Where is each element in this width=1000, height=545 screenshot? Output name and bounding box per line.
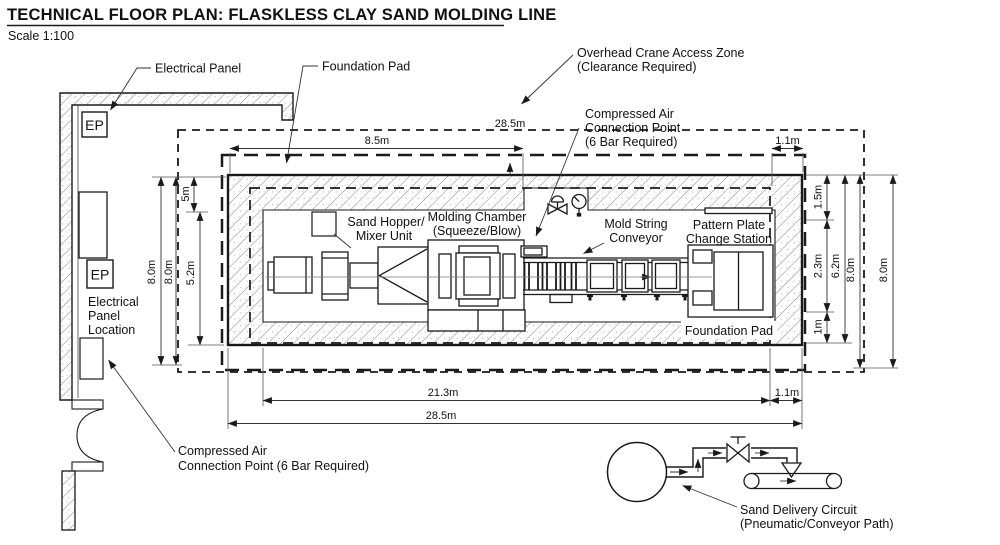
dim-right-outer: 8.0m: [878, 258, 890, 282]
ep-box-bottom: [86, 259, 114, 289]
valve-left-wing: [547, 202, 559, 216]
wall-panel-upper: [78, 191, 108, 259]
sand-delivery-label-2: (Pneumatic/Conveyor Path): [740, 517, 894, 531]
molding-chamber-label-2: (Squeeze/Blow): [433, 224, 521, 238]
sand-silo-symbol: [606, 441, 668, 503]
compressed-air-bottom-label-1: Compressed Air: [178, 444, 267, 458]
sand-delivery-circuit: Sand Delivery Circuit (Pneumatic/Conveyo…: [606, 436, 894, 531]
leader-sand-hopper: [333, 233, 352, 249]
dim-bottom-inner: 21.3m: [428, 387, 459, 399]
machine-line: Foundation Pad: [266, 193, 777, 339]
ep-label-bottom: EP: [91, 267, 110, 283]
title-block: TECHNICAL FLOOR PLAN: FLASKLESS CLAY SAN…: [7, 6, 557, 43]
page-title: TECHNICAL FLOOR PLAN: FLASKLESS CLAY SAN…: [7, 6, 557, 24]
ep-label-top: EP: [85, 117, 104, 133]
mold-blocks: [586, 259, 681, 293]
dim-left-upper: 5m: [180, 186, 192, 201]
sand-hopper-mixer: [377, 246, 429, 305]
overhead-crane-label-2: (Clearance Required): [577, 60, 697, 74]
dim-right-top: 1.5m: [813, 185, 825, 209]
dim-left-zone: 8.0m: [163, 260, 175, 284]
dim-top-total: 28.5m: [495, 118, 526, 130]
sand-hopper-label-2: Mixer Unit: [356, 229, 413, 243]
air-connection-box: [520, 245, 548, 258]
pipe-inner-edge: [666, 457, 788, 478]
molding-chamber-label-1: Molding Chamber: [428, 210, 527, 224]
leader-foundation-pad: [284, 65, 318, 164]
hopper-callout-symbol: [311, 211, 337, 237]
ep-box-top: [81, 111, 108, 138]
mold-string-slats: [523, 263, 695, 290]
scale-note: Scale 1:100: [8, 29, 74, 43]
pipe-valve: [726, 436, 751, 464]
wall-panel-lower: [79, 337, 104, 380]
electrical-panel-label: Electrical Panel: [155, 62, 241, 76]
mold-string-label-2: Conveyor: [609, 231, 663, 245]
foundation-pad-outline: [226, 173, 804, 347]
valve-right-wing: [556, 202, 568, 216]
foundation-pad-bottom-label: Foundation Pad: [685, 324, 773, 338]
conveyor-tray: [549, 293, 573, 304]
leader-compressed-air-top: [535, 127, 580, 237]
compressed-air-top-label-3: (6 Bar Required): [585, 135, 677, 149]
compressed-air-bottom-label-2: Connection Point (6 Bar Required): [178, 459, 369, 473]
foundation-pad-text-chip: [681, 321, 777, 339]
pipe-outer-edge: [666, 447, 798, 468]
electrical-panel-location-label-2: Panel: [88, 309, 120, 323]
sand-hopper-label-1: Sand Hopper/: [347, 215, 425, 229]
dim-right-span: 6.2m: [830, 254, 842, 278]
dim-bottom-offset: 1.1m: [775, 387, 799, 399]
molding-chamber-machine: [427, 239, 548, 332]
conveyor-feet: [587, 295, 688, 301]
overhead-crane-label-1: Overhead Crane Access Zone: [577, 46, 744, 60]
door-jamb-bottom: [71, 461, 104, 472]
pusher-unit: [267, 251, 379, 301]
crane-access-zone-boundary: [177, 129, 865, 373]
air-valve-assembly: [547, 193, 587, 217]
chamber-pedestal: [427, 309, 526, 332]
dim-right-bottom: 1m: [813, 319, 825, 334]
valve-actuator-dome: [550, 195, 565, 203]
pattern-plate-label-2: Change Station: [686, 232, 772, 246]
mold-string-label-1: Mold String: [604, 217, 667, 231]
dim-top-left-span: 8.5m: [365, 135, 389, 147]
leader-electrical-panel: [110, 67, 151, 111]
leader-compressed-air-bottom: [108, 359, 176, 453]
foundation-pad-top-label: Foundation Pad: [322, 60, 410, 74]
door-jamb-top: [71, 399, 104, 410]
pattern-plate-label-1: Pattern Plate: [693, 218, 765, 232]
door-swing-arcs: [76, 408, 104, 463]
belt-conveyor-symbol: [743, 472, 843, 490]
wall: [59, 92, 294, 401]
sand-delivery-label-1: Sand Delivery Circuit: [740, 503, 857, 517]
compressed-air-top-label-2: Connection Point: [585, 121, 681, 135]
dim-left-outer: 8.0m: [146, 260, 158, 284]
discharge-arrow: [780, 462, 803, 479]
callouts: Electrical Panel Foundation Pad Overhead…: [88, 46, 772, 473]
dim-top-right-offset: 1.1m: [775, 135, 799, 147]
dim-right-zone: 8.0m: [845, 258, 857, 282]
pattern-plate-station: [687, 207, 774, 318]
building-walls: EP EP: [59, 92, 294, 531]
leader-mold-string: [583, 242, 605, 254]
leader-overhead-crane: [521, 54, 574, 105]
electrical-panel-location-label-3: Location: [88, 323, 135, 337]
station-top-bar: [704, 207, 773, 215]
dim-left-lower: 5.2m: [185, 261, 197, 285]
dim-right-mid: 2.3m: [813, 254, 825, 278]
compressed-air-top-label-1: Compressed Air: [585, 107, 674, 121]
dim-bottom-total: 28.5m: [426, 410, 457, 422]
molding-line-zone-boundary: [220, 153, 807, 372]
dimensions: 28.5m 8.5m 1.1m 21.3m 1.1m 28.5m 8.0m 8.…: [146, 118, 898, 429]
wall-lower: [61, 470, 76, 531]
mold-string-conveyor-machine: [523, 257, 695, 304]
leader-sand-delivery: [682, 485, 738, 508]
electrical-panel-location-label-1: Electrical: [88, 295, 139, 309]
